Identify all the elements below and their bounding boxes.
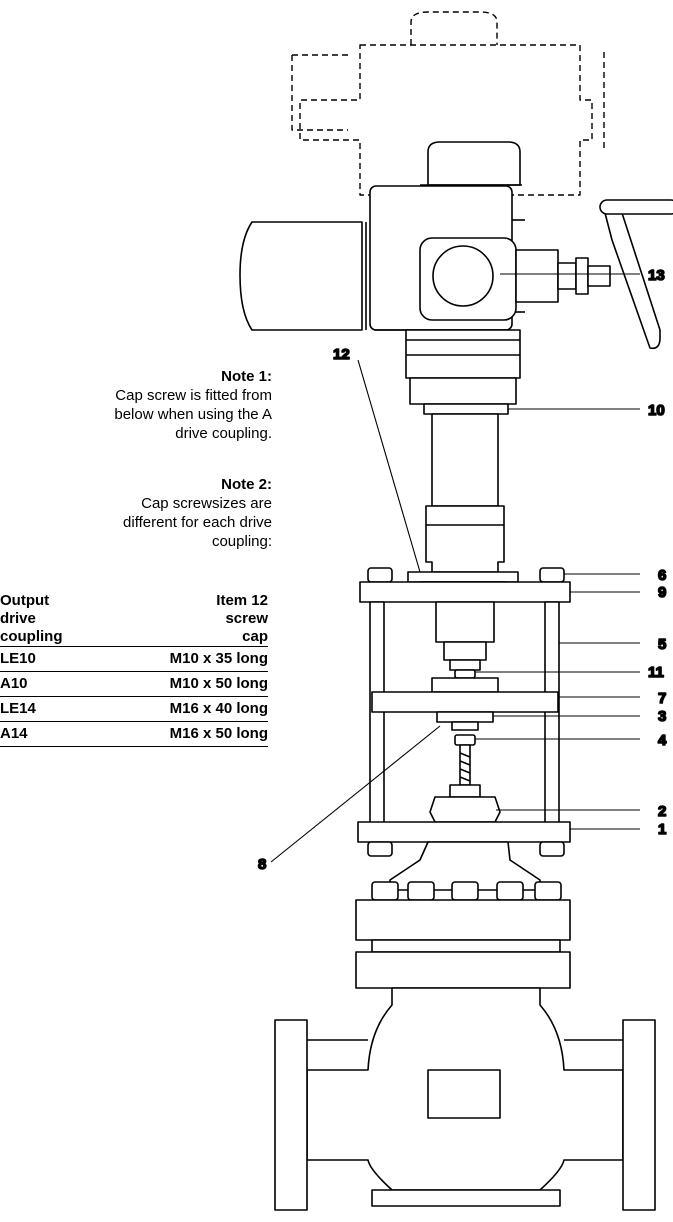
screw-cell: M10 x 35 long <box>104 646 268 672</box>
valve-body-nameplate <box>427 1069 501 1119</box>
screw-cell: M16 x 50 long <box>104 721 268 747</box>
table-row: A14 M16 x 50 long <box>0 721 268 747</box>
header-item-12-screw-cap: Item 12 screw cap <box>104 592 268 647</box>
callout-6: 6 <box>658 567 666 584</box>
end-flange-right <box>622 1019 656 1211</box>
coupling-cell: A14 <box>0 721 105 747</box>
table-header-row: Output drive coupling Item 12 screw cap <box>0 592 268 647</box>
plate-7 <box>371 691 559 713</box>
top-plate <box>359 581 571 603</box>
note-2: Note 2: Cap screwsizes are different for… <box>0 475 272 551</box>
note-1-line-2: below when using the A <box>114 406 272 423</box>
body-flange <box>355 899 571 941</box>
callout-11: 11 <box>648 664 664 681</box>
bonnet-bolts <box>371 881 562 901</box>
coupling-cell: A10 <box>0 671 105 697</box>
cap-screw <box>407 571 519 583</box>
header-output-drive-coupling: Output drive coupling <box>0 592 105 647</box>
callout-3: 3 <box>658 708 666 725</box>
note-2-line-1: Cap screwsizes are <box>141 495 272 512</box>
motor-housing <box>239 221 363 331</box>
indicator-window <box>432 245 494 307</box>
optional-actuator-outline <box>291 11 605 196</box>
note-1-line-1: Cap screw is fitted from <box>115 387 272 404</box>
note-2-heading: Note 2: <box>221 476 272 493</box>
end-flange-left <box>274 1019 308 1211</box>
callout-1: 1 <box>658 821 666 838</box>
callout-10: 10 <box>648 402 665 419</box>
yoke-neck <box>431 413 499 507</box>
callout-2: 2 <box>658 803 666 820</box>
callout-13: 13 <box>648 267 665 284</box>
actuator-cap <box>427 141 521 186</box>
callout-9: 9 <box>658 584 666 601</box>
note-2-line-3: coupling: <box>211 533 272 550</box>
handwheel-handle <box>599 199 673 215</box>
callout-4: 4 <box>658 732 667 749</box>
handwheel <box>604 212 661 350</box>
pillar-right <box>544 601 560 827</box>
screw-cell: M16 x 40 long <box>104 696 268 722</box>
note-1-line-3: drive coupling. <box>175 425 272 442</box>
table-row: LE10 M10 x 35 long <box>0 646 268 672</box>
note-1-heading: Note 1: <box>221 368 272 385</box>
callout-8: 8 <box>258 856 266 873</box>
pillar-left <box>369 601 385 827</box>
note-2-line-2: different for each drive <box>123 514 272 531</box>
bottom-plate <box>357 821 571 843</box>
gland-nut <box>429 796 501 823</box>
table-row: A10 M10 x 50 long <box>0 671 268 697</box>
callout-12: 12 <box>333 346 350 363</box>
cap-screw-size-table: Output drive coupling Item 12 screw cap … <box>0 592 268 747</box>
callout-5: 5 <box>658 636 666 653</box>
coupling-cell: LE10 <box>0 646 105 672</box>
screw-cell: M10 x 50 long <box>104 671 268 697</box>
coupling-cell: LE14 <box>0 696 105 722</box>
table-row: LE14 M16 x 40 long <box>0 696 268 722</box>
note-1: Note 1: Cap screw is fitted from below w… <box>0 367 272 443</box>
output-drive-flange <box>423 403 509 415</box>
callout-7: 7 <box>658 690 666 707</box>
